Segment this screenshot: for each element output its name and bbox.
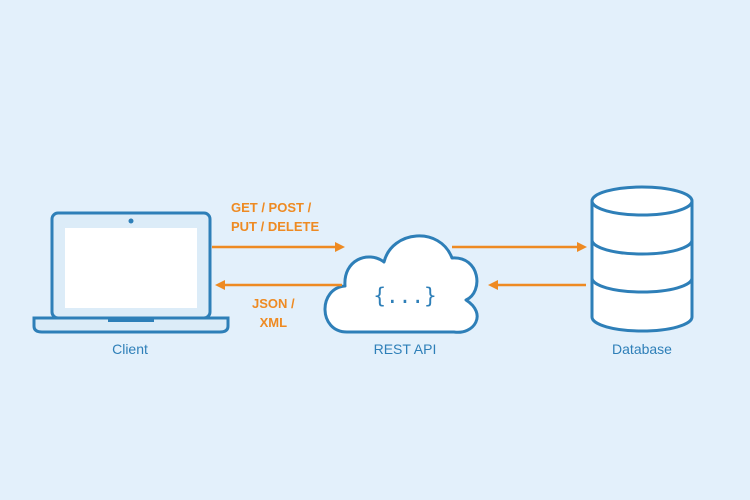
api-symbol: {...} [373, 284, 437, 308]
laptop-icon [32, 211, 230, 334]
response-format-line2: XML [259, 315, 288, 330]
api-label: REST API [373, 341, 437, 357]
client-label: Client [112, 341, 148, 357]
response-format-line1: JSON / [252, 296, 295, 311]
database-label: Database [612, 341, 672, 357]
request-methods-label: GET / POST / PUT / DELETE [231, 198, 319, 236]
response-format-label: JSON / XML [252, 294, 295, 332]
request-methods-line1: GET / POST / [231, 200, 312, 215]
cloud-icon [323, 234, 479, 334]
database-icon [590, 185, 694, 333]
request-methods-line2: PUT / DELETE [231, 219, 320, 234]
